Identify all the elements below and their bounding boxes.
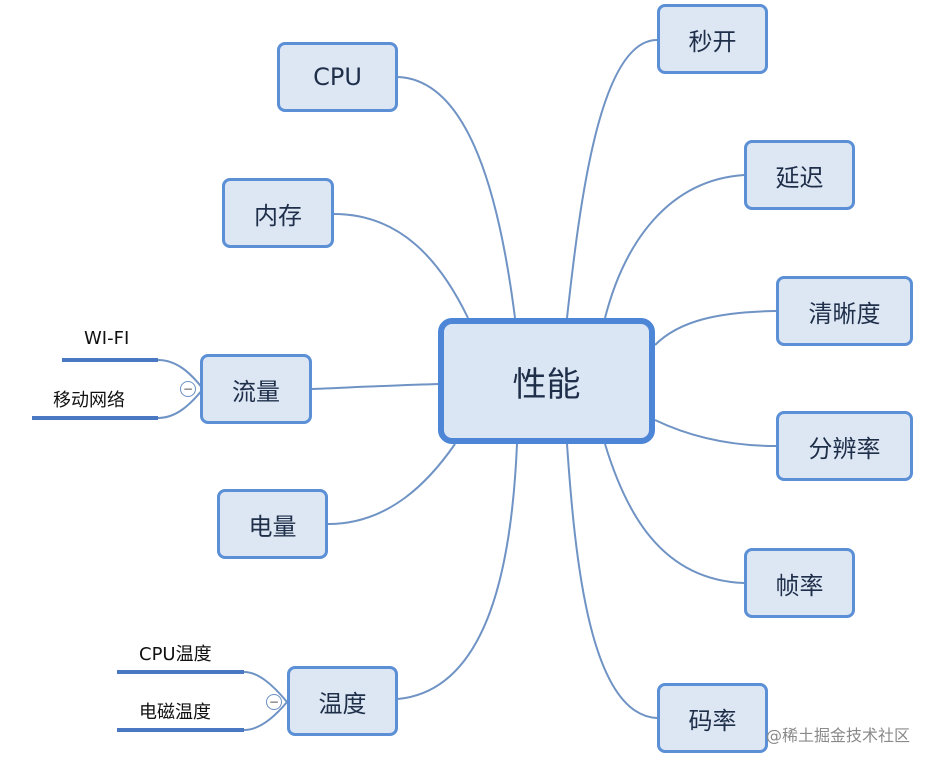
link-bitrate: [566, 443, 658, 719]
node-bitrate-label: 码率: [688, 706, 737, 735]
node-temperature[interactable]: 温度: [287, 666, 398, 736]
collapse-toggle-traffic-icon: −: [182, 382, 194, 396]
link-latency: [604, 174, 745, 319]
node-battery[interactable]: 电量: [217, 489, 328, 559]
leaf-mobile-network-label: 移动网络: [53, 390, 125, 411]
collapse-toggle-temperature-icon: −: [268, 695, 280, 709]
link-temp-cpu: [243, 671, 288, 703]
leaf-em-temperature-label: 电磁温度: [139, 702, 211, 723]
node-clarity[interactable]: 清晰度: [776, 276, 913, 346]
link-temp-em: [243, 701, 288, 731]
link-traffic: [311, 383, 441, 390]
node-clarity-label: 清晰度: [808, 299, 881, 328]
node-battery-label: 电量: [248, 512, 297, 541]
leaf-wifi[interactable]: WI-FI: [84, 328, 129, 349]
node-latency-label: 延迟: [775, 163, 824, 192]
node-traffic[interactable]: 流量: [200, 354, 312, 424]
node-instant-open[interactable]: 秒开: [657, 4, 768, 74]
link-memory: [333, 213, 469, 319]
node-cpu-label: CPU: [313, 63, 362, 91]
node-frame-rate-label: 帧率: [775, 571, 824, 600]
link-traffic-wifi: [157, 359, 204, 390]
leaf-cpu-temperature[interactable]: CPU温度: [139, 640, 212, 666]
node-frame-rate[interactable]: 帧率: [744, 548, 855, 618]
node-cpu[interactable]: CPU: [277, 42, 398, 112]
node-resolution[interactable]: 分辨率: [776, 411, 913, 481]
node-resolution-label: 分辨率: [808, 434, 881, 463]
node-memory-label: 内存: [254, 201, 302, 230]
collapse-toggle-traffic[interactable]: −: [180, 381, 196, 397]
leaf-cpu-temperature-label: CPU温度: [139, 644, 212, 665]
collapse-toggle-temperature[interactable]: −: [266, 694, 282, 710]
leaf-em-temperature[interactable]: 电磁温度: [139, 698, 211, 724]
leaf-mobile-network[interactable]: 移动网络: [53, 386, 125, 412]
link-instant-open: [566, 39, 658, 319]
node-latency[interactable]: 延迟: [744, 140, 855, 210]
link-clarity: [654, 310, 777, 346]
link-temperature: [397, 443, 518, 700]
node-traffic-label: 流量: [232, 377, 280, 406]
link-cpu: [397, 76, 516, 319]
leaf-wifi-label: WI-FI: [84, 328, 130, 349]
node-instant-open-label: 秒开: [688, 27, 737, 56]
node-temperature-label: 温度: [318, 689, 367, 718]
node-bitrate[interactable]: 码率: [657, 683, 768, 753]
link-traffic-mobile: [157, 388, 204, 419]
center-label: 性能: [512, 364, 581, 405]
watermark: @稀土掘金技术社区: [766, 726, 911, 745]
link-battery: [327, 443, 456, 525]
node-memory[interactable]: 内存: [222, 178, 334, 248]
center-node-performance[interactable]: 性能: [438, 318, 655, 444]
link-frame-rate: [604, 443, 745, 584]
link-resolution: [654, 419, 777, 447]
